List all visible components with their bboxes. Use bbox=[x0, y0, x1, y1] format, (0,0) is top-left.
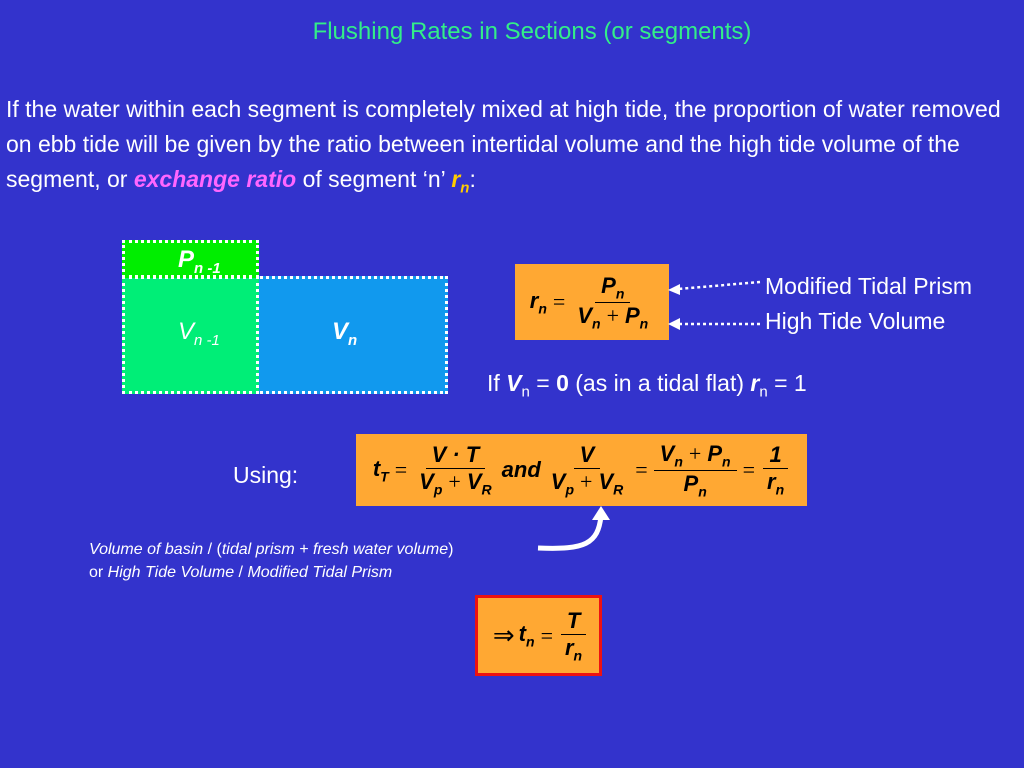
vn-prev-label: Vn -1 bbox=[178, 318, 220, 349]
eq1-equals: = bbox=[552, 289, 566, 314]
high-tide-volume-label: High Tide Volume bbox=[765, 308, 946, 334]
paragraph-text-2: of segment ‘n’ bbox=[296, 166, 452, 192]
tidal-flat-condition: If Vn = 0 (as in a tidal flat) rn = 1 bbox=[487, 370, 807, 401]
p-prev-box bbox=[122, 240, 259, 278]
eq1-fraction: Pn Vn+Pn bbox=[577, 273, 649, 331]
exchange-ratio-equation: rn = Pn Vn+Pn bbox=[515, 264, 669, 340]
intro-paragraph: If the water within each segment is comp… bbox=[6, 92, 1006, 206]
vn-box bbox=[255, 276, 448, 394]
pointer-arrows bbox=[668, 280, 761, 330]
curved-arrow bbox=[537, 506, 610, 551]
eq1-lhs: rn bbox=[529, 287, 547, 317]
flushing-time-equation: tT = V · T Vp+VR and V Vp+VR = Vn+Pn Pn … bbox=[356, 434, 807, 506]
arrow-head-icon bbox=[668, 318, 680, 330]
p-prev-label: Pn -1 bbox=[178, 246, 221, 277]
segment-diagram: Pn -1 Vn -1 Vn bbox=[120, 238, 450, 396]
result-equation: ⇒ tn = T rn bbox=[475, 595, 602, 676]
using-label: Using: bbox=[233, 462, 299, 488]
slide-title: Flushing Rates in Sections (or segments) bbox=[312, 18, 752, 45]
caption: Volume of basin / (tidal prism + fresh w… bbox=[89, 541, 454, 581]
colon: : bbox=[469, 166, 476, 192]
vn-label: Vn bbox=[332, 318, 358, 349]
exchange-ratio-highlight: exchange ratio bbox=[133, 166, 297, 192]
modified-tidal-prism-label: Modified Tidal Prism bbox=[765, 273, 973, 299]
symbol-rn: rn bbox=[451, 166, 470, 197]
arrow-head-icon bbox=[668, 284, 680, 295]
arrow-head-icon bbox=[592, 506, 610, 520]
paragraph-text: If the water within each segment is comp… bbox=[6, 96, 1001, 192]
